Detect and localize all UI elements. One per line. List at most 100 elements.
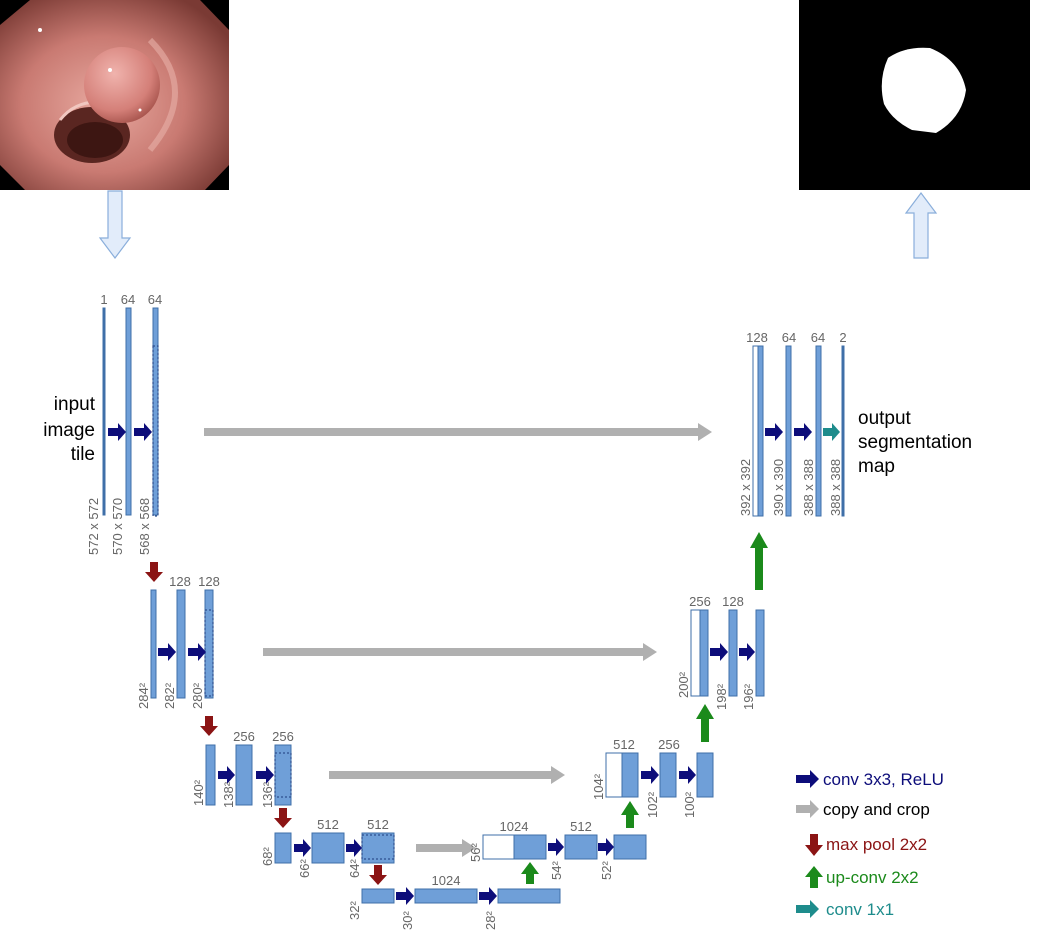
feature-map xyxy=(125,307,132,516)
copied-feature-map xyxy=(605,752,623,798)
size-labels: 572 x 572 570 x 570 568 x 568 284² 282² … xyxy=(86,459,843,930)
conv-arrow xyxy=(548,838,564,856)
feature-map xyxy=(414,888,478,904)
input-label-line: tile xyxy=(71,444,95,465)
output-label-line: segmentation xyxy=(858,432,972,453)
maxpool-arrow-icon xyxy=(805,834,823,856)
conv-arrow-icon xyxy=(796,770,819,788)
channel-count: 512 xyxy=(367,817,389,832)
upconv-arrow-icon xyxy=(805,866,823,888)
feature-map xyxy=(274,744,292,806)
spatial-size: 570 x 570 xyxy=(110,498,125,555)
maxpool-arrow xyxy=(200,716,218,736)
feature-map xyxy=(361,888,395,904)
channel-count: 2 xyxy=(839,330,846,345)
feature-map xyxy=(204,589,214,699)
feature-map xyxy=(513,834,547,860)
conv-arrows xyxy=(108,423,812,905)
channel-count: 128 xyxy=(722,594,744,609)
spatial-size: 284² xyxy=(136,682,151,709)
output-up-arrow xyxy=(904,192,938,259)
legend-item-conv1x1: conv 1x1 xyxy=(796,900,894,919)
upconv-arrow xyxy=(621,801,639,828)
crop-region xyxy=(361,834,395,860)
spatial-size: 54² xyxy=(549,861,564,880)
conv-arrow xyxy=(346,839,362,857)
feature-map xyxy=(311,832,345,864)
channel-count: 512 xyxy=(570,819,592,834)
copy-crop-arrow xyxy=(416,839,476,857)
conv-arrow xyxy=(158,643,176,661)
spatial-size: 30² xyxy=(400,911,415,930)
copy-crop-arrow-icon xyxy=(796,800,819,818)
legend-label: conv 3x3, ReLU xyxy=(823,770,944,789)
input-image-tile-label: input image tile xyxy=(43,394,95,465)
spatial-size: 196² xyxy=(741,683,756,710)
conv-arrow xyxy=(396,887,414,905)
feature-map xyxy=(785,345,792,517)
conv-arrow xyxy=(765,423,783,441)
feature-map xyxy=(497,888,561,904)
channel-count: 64 xyxy=(121,292,135,307)
upconv-arrow xyxy=(750,532,768,590)
conv1x1-arrow xyxy=(823,423,840,441)
copy-crop-arrow xyxy=(204,423,712,441)
channel-count: 64 xyxy=(811,330,825,345)
spatial-size: 104² xyxy=(591,773,606,800)
conv-arrow xyxy=(598,838,614,856)
channel-count: 128 xyxy=(198,574,220,589)
channel-count: 1 xyxy=(100,292,107,307)
conv-arrow xyxy=(794,423,812,441)
conv-arrow xyxy=(134,423,152,441)
channel-count: 256 xyxy=(272,729,294,744)
channel-count: 1024 xyxy=(500,819,529,834)
crop-region xyxy=(152,345,159,517)
feature-map xyxy=(564,834,598,860)
spatial-size: 136² xyxy=(260,781,275,808)
copy-crop-arrows xyxy=(204,423,712,857)
input-down-arrow xyxy=(98,190,132,259)
input-label-line: input xyxy=(54,394,96,415)
upconv-arrow xyxy=(696,704,714,742)
legend-item-copy-crop: copy and crop xyxy=(796,800,930,819)
conv-arrow xyxy=(679,766,696,784)
feature-map xyxy=(613,834,647,860)
feature-map xyxy=(815,345,822,517)
feature-map xyxy=(152,307,159,516)
spatial-size: 138² xyxy=(221,781,236,808)
spatial-size: 390 x 390 xyxy=(771,459,786,516)
feature-map xyxy=(621,752,639,798)
channel-count: 512 xyxy=(317,817,339,832)
legend-label: max pool 2x2 xyxy=(826,835,927,854)
output-mask-image xyxy=(799,0,1030,190)
conv-arrow xyxy=(641,766,659,784)
feature-map xyxy=(150,589,157,699)
feature-map xyxy=(235,744,253,806)
spatial-size: 68² xyxy=(260,847,275,866)
legend-item-maxpool: max pool 2x2 xyxy=(805,834,927,856)
maxpool-arrow xyxy=(369,865,387,885)
feature-map xyxy=(205,744,216,806)
spatial-size: 32² xyxy=(347,901,362,920)
conv-arrow xyxy=(108,423,126,441)
feature-map xyxy=(728,609,738,697)
spatial-size: 388 x 388 xyxy=(828,459,843,516)
spatial-size: 388 x 388 xyxy=(801,459,816,516)
output-label-line: map xyxy=(858,456,895,477)
output-segmentation-map-label: output segmentation map xyxy=(858,408,972,477)
conv-arrow xyxy=(479,887,497,905)
output-label-line: output xyxy=(858,408,912,429)
upconv-arrow xyxy=(521,862,539,884)
channel-count: 64 xyxy=(782,330,796,345)
channel-count: 128 xyxy=(746,330,768,345)
channel-count: 1024 xyxy=(432,873,461,888)
spatial-size: 282² xyxy=(162,682,177,709)
maxpool-arrow xyxy=(274,808,292,828)
copied-feature-map xyxy=(752,345,759,517)
feature-map-output xyxy=(841,345,845,517)
conv-arrow xyxy=(710,643,728,661)
feature-map-input xyxy=(102,307,106,516)
copied-feature-map xyxy=(690,609,701,697)
channel-count: 256 xyxy=(689,594,711,609)
